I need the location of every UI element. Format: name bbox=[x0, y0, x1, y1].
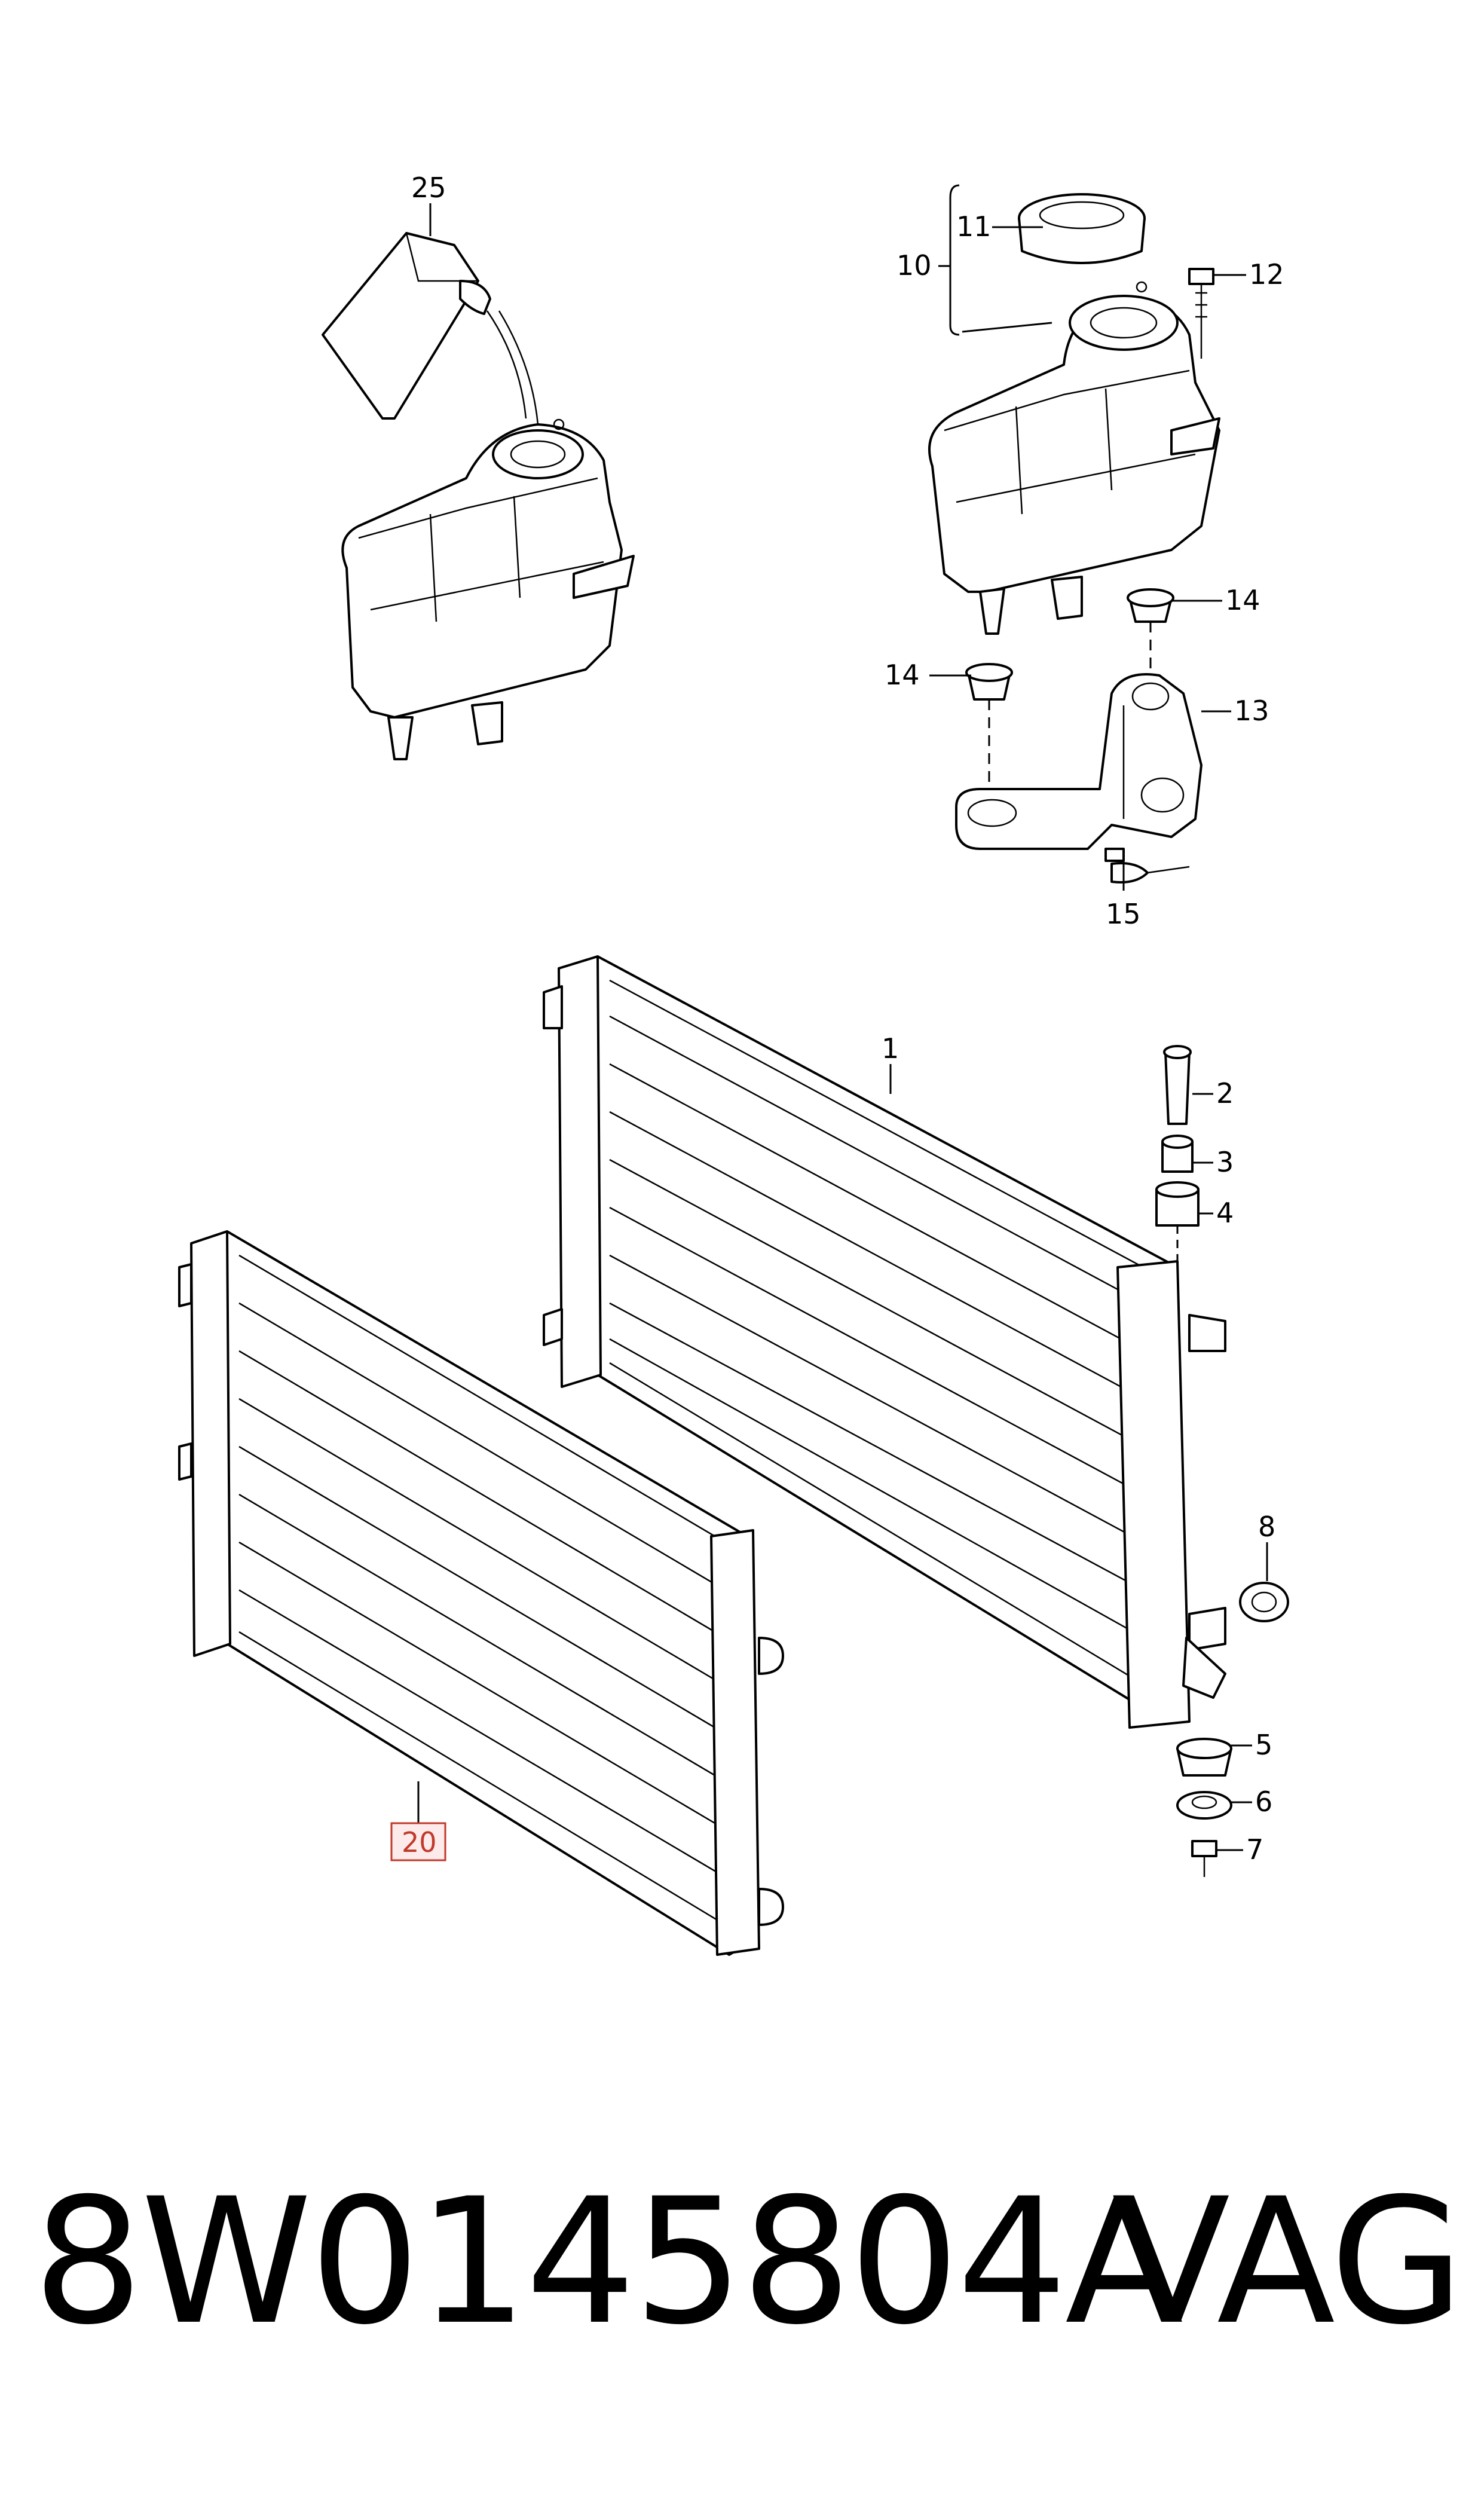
callout-4: 4 bbox=[1216, 1197, 1234, 1229]
grommet-8 bbox=[1239, 1582, 1289, 1622]
callout-20: 20 bbox=[402, 1826, 437, 1858]
callout-labels: 25 10 11 12 14 14 13 15 1 2 3 4 8 5 6 7 … bbox=[390, 172, 1284, 1866]
bolt-7 bbox=[1191, 1840, 1217, 1877]
callout-25: 25 bbox=[411, 172, 446, 204]
reservoir-left bbox=[341, 418, 635, 760]
callout-3: 3 bbox=[1216, 1146, 1234, 1178]
callout-15: 15 bbox=[1106, 898, 1141, 930]
brand-text: VAG bbox=[1112, 2162, 1464, 2363]
bracket-13 bbox=[955, 673, 1203, 850]
washer-6 bbox=[1176, 1791, 1232, 1820]
exploded-parts-diagram: 25 10 11 12 14 14 13 15 1 2 3 4 8 5 6 7 … bbox=[178, 172, 1289, 1956]
leader-lines bbox=[417, 184, 1268, 1851]
callout-20-highlight-box bbox=[390, 1822, 446, 1861]
callout-10: 10 bbox=[896, 249, 932, 282]
part-number-text: 8W0145804A bbox=[33, 2162, 1183, 2363]
bolt-12 bbox=[1188, 268, 1214, 359]
mount-4 bbox=[1155, 1181, 1200, 1261]
callout-14-right: 14 bbox=[1225, 584, 1260, 616]
pin-2 bbox=[1163, 1045, 1192, 1125]
callout-13: 13 bbox=[1234, 695, 1269, 727]
radiator-1 bbox=[543, 955, 1226, 1729]
coolant-bottle-25 bbox=[322, 232, 539, 425]
reservoir-cap-11 bbox=[1018, 193, 1146, 264]
bush-3 bbox=[1161, 1135, 1194, 1173]
callout-7: 7 bbox=[1246, 1833, 1263, 1866]
reservoir-right bbox=[928, 281, 1220, 635]
grommet-14-left bbox=[965, 663, 1013, 795]
callout-14-left: 14 bbox=[885, 659, 920, 691]
mount-5 bbox=[1176, 1738, 1232, 1777]
radiator-20 bbox=[178, 1230, 784, 1956]
callout-6: 6 bbox=[1255, 1786, 1272, 1818]
callout-1: 1 bbox=[882, 1032, 899, 1065]
callout-11: 11 bbox=[956, 210, 992, 243]
bolt-15 bbox=[1104, 848, 1190, 883]
callout-12: 12 bbox=[1249, 258, 1284, 291]
callout-2: 2 bbox=[1216, 1077, 1234, 1109]
grommet-14-right bbox=[1127, 588, 1174, 675]
callout-8: 8 bbox=[1258, 1511, 1275, 1543]
callout-5: 5 bbox=[1255, 1729, 1272, 1761]
